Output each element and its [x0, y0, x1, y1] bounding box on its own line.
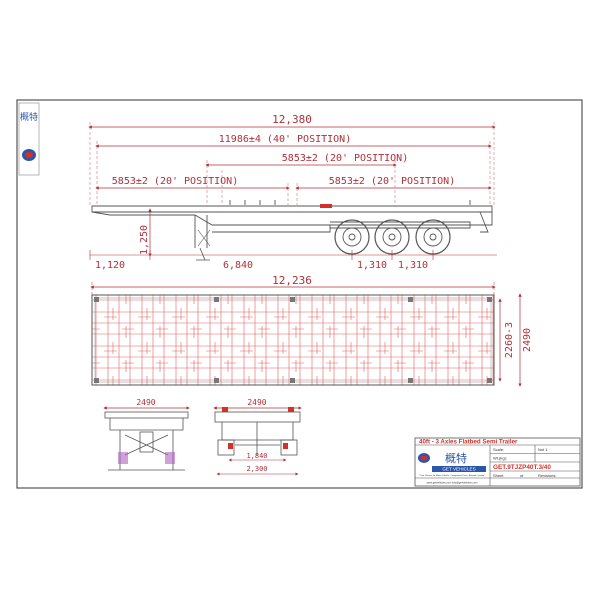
dim-height: 1,250 [139, 225, 150, 255]
side-wheel-3 [415, 219, 451, 255]
dim-axle-spacing-1: 1,310 [357, 260, 387, 271]
scale-value: Not 1 [538, 447, 548, 452]
scale-label: Scale: [493, 447, 504, 452]
side-wheel-1 [334, 219, 370, 255]
dim-20ft-left: 5853±2 (20' POSITION) [112, 176, 238, 187]
rear-view: 2490 1,840 2,300 [213, 398, 302, 476]
title-brand-en: GET VEHICLES [442, 467, 475, 472]
deck-top-plan [91, 294, 495, 386]
dim-overall-length: 12,380 [272, 113, 312, 126]
sheet-label: Sheet [493, 473, 504, 478]
title-brand-cn: 概特 [445, 451, 467, 465]
revisions-label: Revisions: [538, 473, 556, 478]
title-logo: 概特 GET VEHICLES "Your Partner for Motor … [418, 451, 486, 485]
logo-icon [22, 149, 36, 161]
dim-40ft-position: 11986±4 (40' POSITION) [219, 134, 351, 145]
dim-rear-width-top: 2490 [247, 398, 266, 407]
of-label: of [520, 473, 524, 478]
front-view: 2490 [103, 398, 190, 471]
weight-label: Wt.(kg): [493, 456, 507, 461]
dim-front-width: 2490 [136, 398, 155, 407]
dim-axle-spacing-2: 1,310 [398, 260, 428, 271]
dim-20ft-upper: 5853±2 (20' POSITION) [282, 153, 408, 164]
side-view-dimensions: 12,380 11986±4 (40' POSITION) 5853±2 (20… [88, 113, 497, 271]
dim-deck-length: 12,236 [272, 274, 312, 287]
twist-locks [94, 297, 492, 383]
dim-rear-width-bottom: 2,300 [246, 465, 267, 473]
title-contact: www.getvehicles.com info@getvehicles.com [427, 481, 478, 485]
side-wheel-2 [374, 219, 410, 255]
dim-width-outer: 2490 [522, 328, 533, 352]
dim-axle-distance: 6,840 [223, 260, 253, 271]
title-block: 40ft - 3 Axles Flatbed Semi Trailer 概特 G… [414, 437, 581, 487]
title-text: 40ft - 3 Axles Flatbed Semi Trailer [419, 439, 518, 446]
side-view-trailer [91, 200, 493, 261]
top-view: 12,236 2260-3 2490 [90, 274, 533, 387]
dim-20ft-right: 5853±2 (20' POSITION) [329, 176, 455, 187]
dim-front-overhang: 1,120 [95, 260, 125, 271]
model-number: GET.9TJZP40T.3/40 [493, 464, 551, 471]
logo-strip: 概特 [18, 102, 40, 176]
dim-rear-track: 1,840 [246, 452, 267, 460]
dim-width-inner: 2260-3 [504, 322, 515, 358]
title-tagline: "Your Partner for Motor Vehicle, Competi… [419, 474, 485, 477]
logo-cn-text: 概特 [20, 111, 38, 123]
